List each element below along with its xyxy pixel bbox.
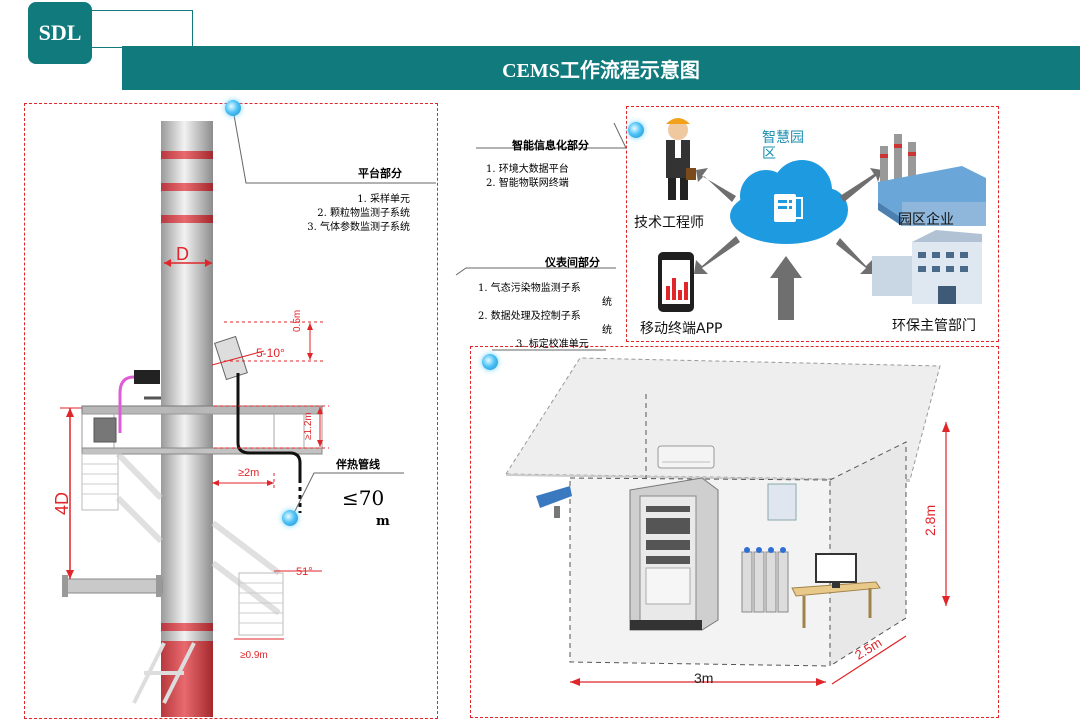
heat-line-value: ≤70 bbox=[342, 486, 385, 510]
dim-w-09: ≥0.9m bbox=[240, 650, 268, 661]
platform-item: 3. 气体参数监测子系统 bbox=[307, 222, 410, 233]
dim-angle-5-10: 5-10° bbox=[256, 346, 285, 360]
info-item: 2. 智能物联网终端 bbox=[486, 178, 569, 189]
middle-leaders bbox=[455, 122, 627, 351]
dim-d: D bbox=[176, 244, 189, 264]
engineer-icon bbox=[666, 118, 696, 200]
authority-label: 环保主管部门 bbox=[892, 318, 976, 334]
logo: SDL bbox=[28, 2, 92, 64]
instrument-marker-dot bbox=[482, 354, 498, 370]
instrument-item: 2. 数据处理及控制子系统 bbox=[478, 311, 612, 336]
dim-w-2m: ≥2m bbox=[238, 467, 260, 479]
room-panel-border bbox=[470, 346, 999, 718]
heat-line-unit: m bbox=[376, 514, 390, 529]
mobile-phone-icon bbox=[658, 252, 694, 312]
platform-item: 1. 采样单元 bbox=[357, 194, 410, 205]
room-width-dim: 3m bbox=[694, 670, 714, 686]
platform-list: 1. 采样单元 2. 颗粒物监测子系统 3. 气体参数监测子系统 bbox=[280, 193, 410, 235]
park-label: 智慧园区 bbox=[762, 130, 804, 162]
mobile-label: 移动终端APP bbox=[640, 321, 723, 337]
header-tab-decoration bbox=[92, 10, 193, 48]
instrument-list: 1. 气态污染物监测子系统 2. 数据处理及控制子系统 3. 标定校准单元 bbox=[478, 282, 612, 352]
heat-line-marker-dot bbox=[282, 510, 298, 526]
info-marker-dot bbox=[628, 122, 644, 138]
network-diagram bbox=[658, 118, 986, 320]
instrument-item: 3. 标定校准单元 bbox=[516, 339, 589, 350]
instrument-room-diagram bbox=[505, 357, 950, 686]
network-panel-border bbox=[626, 106, 999, 342]
cloud-icon bbox=[730, 160, 848, 244]
info-item: 1. 环境大数据平台 bbox=[486, 164, 569, 175]
factory-icon bbox=[878, 134, 986, 226]
page-title: CEMS工作流程示意图 bbox=[502, 59, 700, 82]
info-section-title: 智能信息化部分 bbox=[512, 139, 589, 152]
dim-angle-51: 51° bbox=[296, 566, 313, 578]
title-banner: CEMS工作流程示意图 bbox=[122, 46, 1080, 90]
government-building-icon bbox=[872, 230, 982, 304]
dim-half-m: 0.5m bbox=[292, 309, 303, 332]
chimney-diagram bbox=[60, 114, 436, 717]
platform-title: 平台部分 bbox=[358, 167, 402, 180]
dim-four-d: 4D bbox=[52, 491, 72, 515]
dim-h-12: ≥1.2m bbox=[303, 412, 314, 440]
platform-item: 2. 颗粒物监测子系统 bbox=[317, 208, 410, 219]
heat-line-label: 伴热管线 bbox=[336, 458, 380, 471]
enterprise-label: 园区企业 bbox=[898, 212, 954, 228]
platform-marker-dot bbox=[225, 100, 241, 116]
room-height-dim: 2.8m bbox=[922, 504, 938, 536]
engineer-label: 技术工程师 bbox=[634, 215, 704, 231]
instrument-section-title: 仪表间部分 bbox=[545, 256, 600, 269]
instrument-item: 1. 气态污染物监测子系统 bbox=[478, 283, 612, 308]
logo-text: SDL bbox=[38, 20, 82, 45]
arrows bbox=[694, 168, 882, 320]
info-list: 1. 环境大数据平台 2. 智能物联网终端 bbox=[486, 163, 569, 191]
